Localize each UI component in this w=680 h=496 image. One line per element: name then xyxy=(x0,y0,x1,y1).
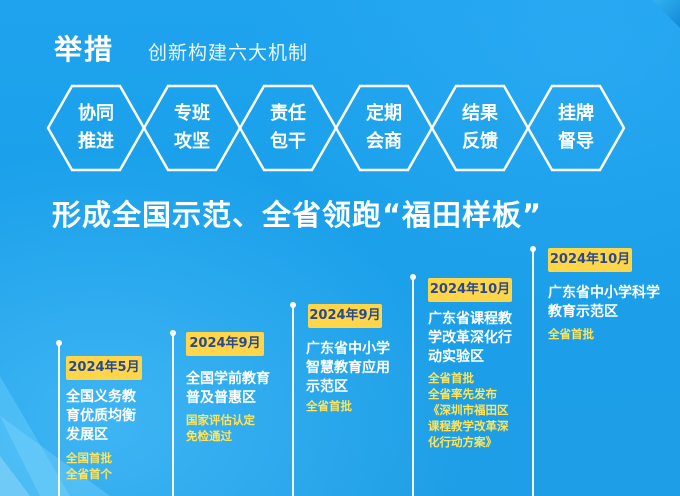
mechanism-row: 协同推进 专班攻坚 责任包干 定期会商 结果反馈 挂牌督导 xyxy=(46,84,646,174)
hexagon-icon xyxy=(334,84,434,172)
timeline-dot xyxy=(170,330,176,336)
timeline-dot xyxy=(410,274,416,280)
headline: 形成全国示范、全省领跑“福田样板” xyxy=(52,198,543,232)
hexagon-icon xyxy=(238,84,338,172)
milestone-title: 广东省中小学 智慧教育应用 示范区 xyxy=(306,341,390,395)
mechanism-item: 责任包干 xyxy=(238,84,338,172)
milestone-notes: 全省首批 全省率先发布 《深圳市福田区 课程教学改革深 化行动方案》 xyxy=(428,371,509,449)
timeline-dot xyxy=(530,246,536,252)
timeline-line xyxy=(58,344,60,496)
milestone-title: 广东省课程教 学改革深化行 动实验区 xyxy=(428,311,512,365)
date-tag: 2024年9月 xyxy=(308,304,382,328)
milestone-title: 全国学前教育 普及普惠区 xyxy=(186,371,270,406)
hexagon-icon xyxy=(46,84,146,172)
timeline-line xyxy=(172,334,174,496)
mechanism-item: 协同推进 xyxy=(46,84,146,172)
mechanism-item: 专班攻坚 xyxy=(142,84,242,172)
mechanism-line2: 推进 xyxy=(78,131,114,152)
section-subtitle: 创新构建六大机制 xyxy=(148,42,309,64)
corner-decoration-bottom-left xyxy=(0,376,110,496)
hexagon-icon xyxy=(430,84,530,172)
timeline-dot xyxy=(290,302,296,308)
date-tag: 2024年5月 xyxy=(66,356,142,380)
timeline-line xyxy=(532,250,534,496)
mechanism-line1: 挂牌 xyxy=(558,103,594,124)
milestone-notes: 全省首批 xyxy=(548,327,594,341)
mechanism-item: 挂牌督导 xyxy=(526,84,626,172)
mechanism-line2: 包干 xyxy=(270,131,306,152)
mechanism-line2: 会商 xyxy=(366,131,402,152)
mechanism-line1: 定期 xyxy=(366,103,402,124)
mechanism-line1: 结果 xyxy=(462,103,498,124)
mechanism-item: 定期会商 xyxy=(334,84,434,172)
timeline-line xyxy=(292,306,294,496)
date-tag: 2024年10月 xyxy=(428,278,512,302)
mechanism-line2: 反馈 xyxy=(462,131,498,152)
milestone-notes: 全省首批 xyxy=(306,399,352,413)
timeline-dot xyxy=(56,340,62,346)
milestone-notes: 国家评估认定 免检通过 xyxy=(186,413,255,443)
mechanism-item: 结果反馈 xyxy=(430,84,530,172)
milestone-title: 广东省中小学科学 教育示范区 xyxy=(548,285,660,320)
hexagon-icon xyxy=(142,84,242,172)
mechanism-line2: 攻坚 xyxy=(174,131,210,152)
date-tag: 2024年10月 xyxy=(548,248,632,272)
date-tag: 2024年9月 xyxy=(186,332,264,356)
mechanism-line1: 专班 xyxy=(174,103,210,124)
header: 举措 创新构建六大机制 xyxy=(54,28,308,68)
milestone-notes: 全国首批 全省首个 xyxy=(66,451,112,481)
timeline-line xyxy=(412,278,414,496)
mechanism-line2: 督导 xyxy=(558,131,594,152)
section-title: 举措 xyxy=(54,33,115,66)
milestone-title: 全国义务教 育优质均衡 发展区 xyxy=(66,389,136,443)
hexagon-icon xyxy=(526,84,626,172)
mechanism-line1: 协同 xyxy=(78,103,114,124)
mechanism-line1: 责任 xyxy=(270,103,306,124)
